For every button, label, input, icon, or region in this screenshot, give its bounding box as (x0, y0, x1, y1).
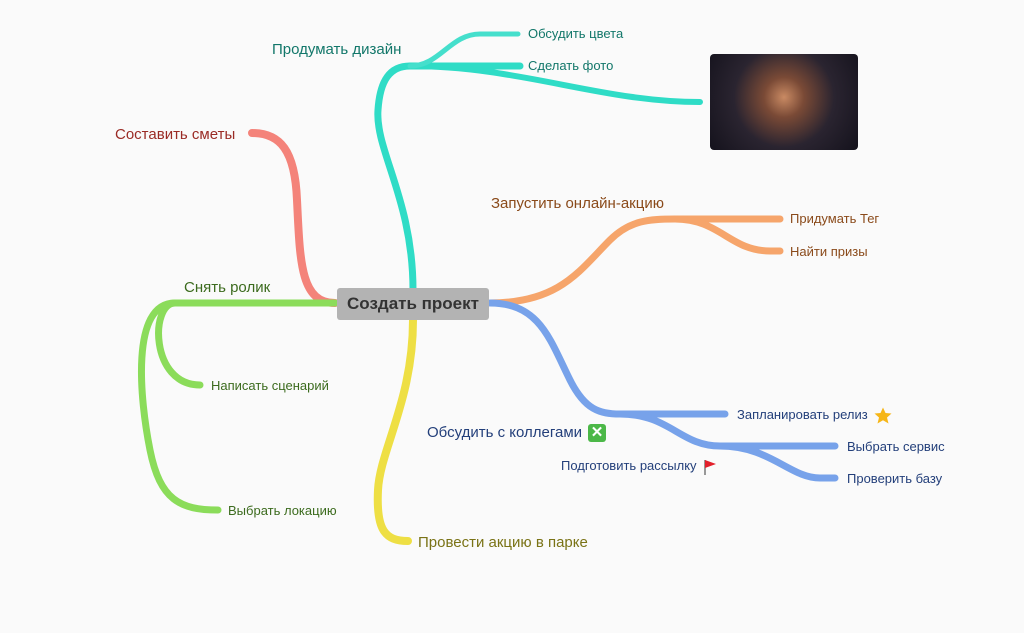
branch-design-lines (374, 31, 703, 294)
link-database (716, 442, 839, 482)
topic-discuss-colors[interactable]: Обсудить цвета (528, 26, 624, 41)
link-colleagues (486, 299, 729, 418)
topic-estimates[interactable]: Составить сметы (115, 126, 236, 143)
team-hands-photo[interactable] (710, 54, 858, 150)
topic-service[interactable]: Выбрать сервис (847, 439, 945, 454)
topic-design[interactable]: Продумать дизайн (272, 41, 402, 58)
topic-newsletter[interactable]: Подготовить рассылку (561, 458, 717, 475)
topic-release-label: Запланировать релиз (737, 407, 868, 422)
link-service (616, 410, 839, 450)
link-photo-image (407, 63, 703, 105)
topic-location[interactable]: Выбрать локацию (228, 503, 337, 518)
topic-prizes[interactable]: Найти призы (790, 244, 868, 259)
topic-script[interactable]: Написать сценарий (211, 378, 329, 393)
red-flag-icon (703, 459, 716, 475)
link-park (373, 316, 417, 545)
topic-tag[interactable]: Придумать Тег (790, 211, 880, 226)
topic-release[interactable]: Запланировать релиз (737, 407, 892, 424)
cross-mark-icon: ✕ (588, 424, 607, 443)
topic-video[interactable]: Снять ролик (184, 279, 271, 296)
link-tag (671, 215, 784, 255)
topic-park[interactable]: Провести акцию в парке (418, 534, 588, 551)
star-icon (874, 407, 892, 424)
topic-make-photo[interactable]: Сделать фото (528, 58, 614, 73)
link-discuss-colors (407, 31, 521, 69)
topic-online[interactable]: Запустить онлайн-акцию (491, 195, 664, 212)
topic-newsletter-label: Подготовить рассылку (561, 458, 697, 473)
link-location (137, 299, 222, 514)
central-topic[interactable]: Создать проект (337, 288, 489, 320)
topic-database[interactable]: Проверить базу (847, 471, 943, 486)
topic-colleagues-label: Обсудить с коллегами (427, 424, 583, 441)
link-script (155, 299, 204, 389)
link-estimates (248, 129, 339, 307)
link-design (374, 62, 417, 294)
topic-colleagues[interactable]: Обсудить с коллегами ✕ (427, 424, 607, 443)
link-online (486, 215, 784, 307)
